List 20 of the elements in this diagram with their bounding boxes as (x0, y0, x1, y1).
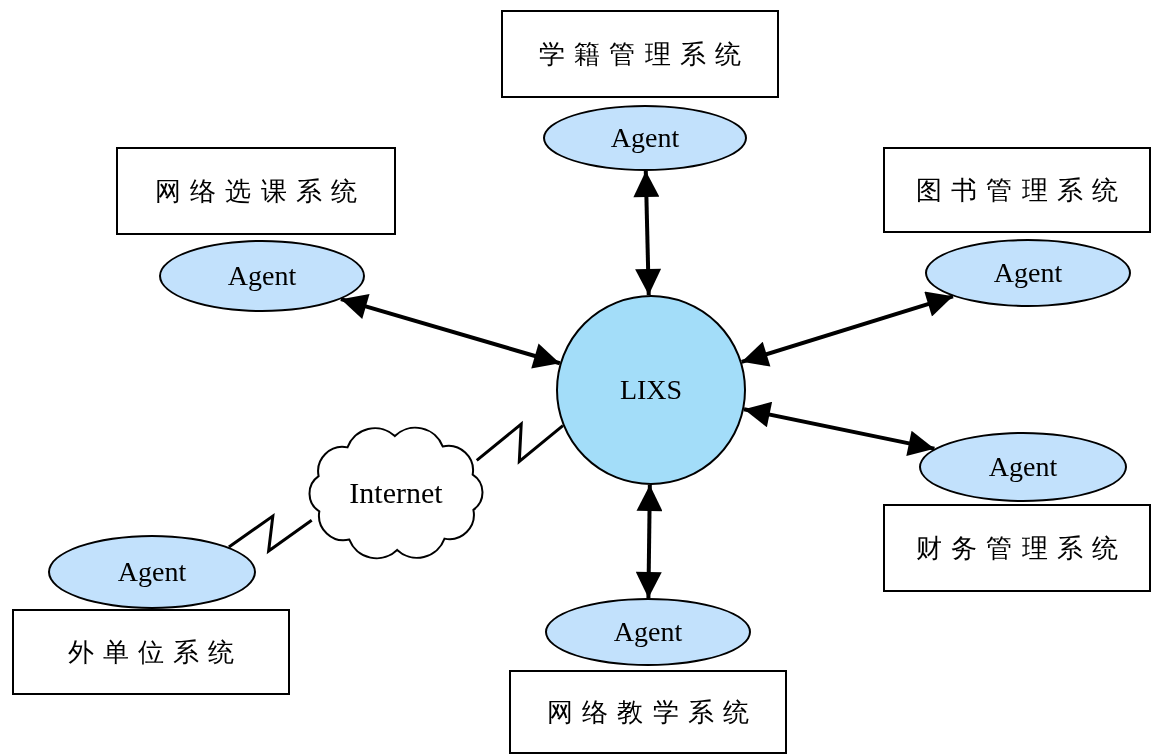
agent-ellipse: Agent (925, 239, 1131, 307)
system-box: 网络教学系统 (509, 670, 787, 754)
system-box: 网络选课系统 (116, 147, 396, 235)
lightning-link (228, 512, 313, 555)
double-arrow (743, 401, 935, 457)
system-box: 外单位系统 (12, 609, 290, 695)
system-box: 财务管理系统 (883, 504, 1151, 592)
double-arrow (340, 293, 561, 369)
double-arrow (635, 484, 663, 599)
lightning-link (475, 420, 564, 465)
agent-ellipse: Agent (919, 432, 1127, 502)
agent-ellipse: Agent (48, 535, 256, 609)
server-circle: LIXS (556, 295, 746, 485)
double-arrow (633, 170, 662, 296)
agent-ellipse: Agent (543, 105, 747, 171)
agent-ellipse: Agent (545, 598, 751, 666)
double-arrow (741, 291, 954, 367)
system-box: 学籍管理系统 (501, 10, 779, 98)
system-box: 图书管理系统 (883, 147, 1151, 233)
agent-ellipse: Agent (159, 240, 365, 312)
